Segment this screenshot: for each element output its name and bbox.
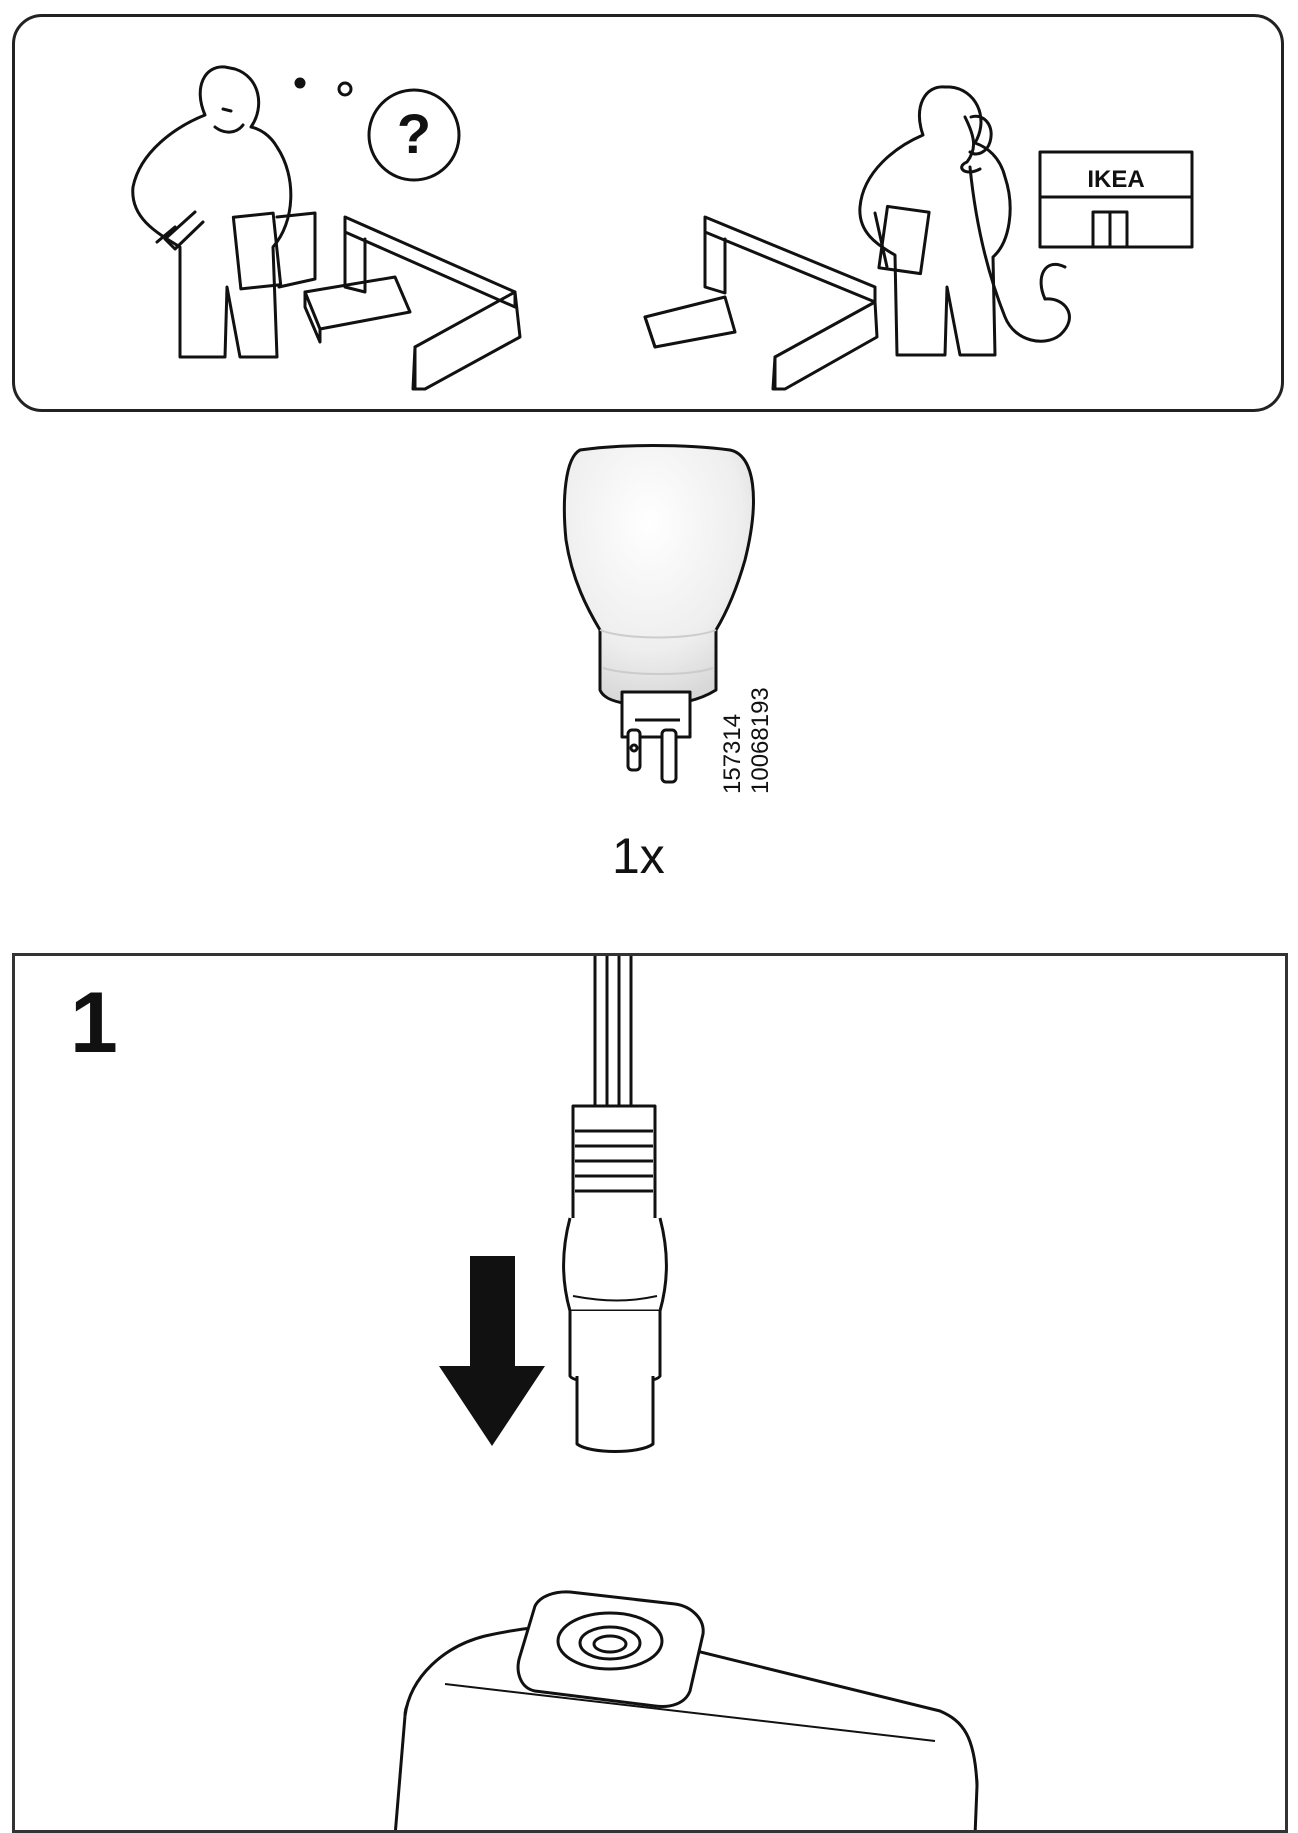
calling-person-figure [858, 85, 1194, 357]
parts-section: 157314 10068193 1x [0, 430, 1298, 910]
step-1-illustration [393, 956, 979, 1830]
help-illustration: ? IKEA [131, 65, 1194, 391]
confused-person-figure [131, 65, 317, 359]
step-1-frame: 1 [12, 953, 1288, 1833]
part-item-number: 10068193 [747, 687, 774, 794]
lamp-base [393, 1590, 979, 1830]
part-quantity: 1x [612, 828, 665, 884]
furniture-parts-left [303, 215, 522, 391]
part-article-number: 157314 [719, 713, 746, 794]
power-cable [593, 956, 633, 1106]
question-bubble [367, 88, 461, 182]
cable-plug [562, 1104, 668, 1453]
arrow-down-icon [439, 1256, 545, 1446]
ikea-store-sign: IKEA [1087, 166, 1144, 193]
step-number: 1 [70, 975, 118, 1071]
light-bulb-icon [562, 444, 755, 784]
furniture-parts-right [643, 215, 879, 391]
question-mark-icon: ? [397, 102, 431, 165]
help-panel: ? IKEA [12, 14, 1284, 412]
thought-dot-icon [294, 77, 306, 89]
